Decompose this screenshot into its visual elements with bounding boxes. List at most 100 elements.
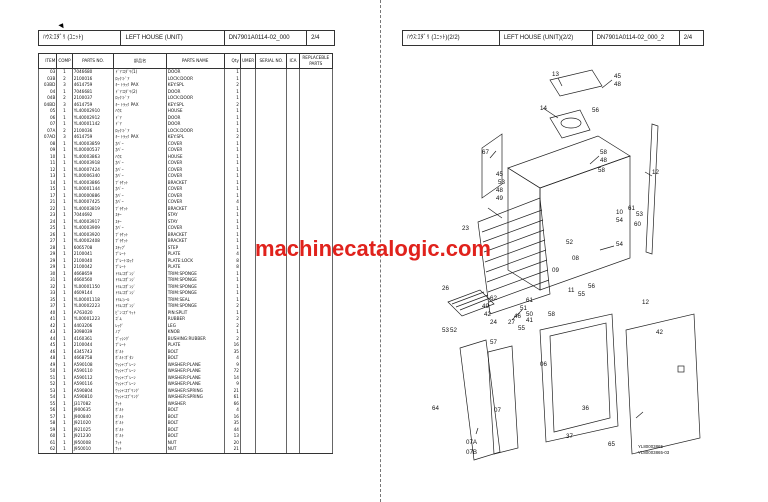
table-cell: 1 bbox=[56, 407, 73, 414]
table-cell: ｶﾊﾞｰ bbox=[113, 225, 167, 232]
table-cell: 1 bbox=[56, 186, 73, 193]
table-cell bbox=[298, 368, 334, 375]
part-callout-label: 49 bbox=[482, 303, 489, 310]
part-callout-label: 65 bbox=[608, 441, 615, 448]
header-doc-no: DN7901A0114-02_000 bbox=[225, 31, 308, 45]
table-cell: 4 bbox=[223, 199, 241, 206]
table-cell: ﾌﾞﾗｹｯﾄ bbox=[113, 238, 167, 245]
header-doc-no: DN7901A0114-02_000_2 bbox=[593, 31, 680, 45]
table-cell bbox=[239, 218, 257, 225]
table-cell: 1 bbox=[56, 160, 73, 167]
table-cell: 1 bbox=[56, 387, 73, 394]
table-cell: 4 bbox=[223, 251, 241, 258]
table-cell bbox=[298, 290, 334, 297]
table-cell bbox=[239, 88, 257, 95]
table-cell bbox=[239, 199, 257, 206]
table-cell bbox=[239, 186, 257, 193]
part-callout-label: 56 bbox=[592, 107, 599, 114]
table-cell: 1 bbox=[223, 75, 241, 82]
table-cell: 1 bbox=[223, 244, 241, 251]
table-cell: ｶﾊﾞｰ bbox=[113, 173, 167, 180]
table-cell: 1 bbox=[56, 212, 73, 219]
table-cell: 1 bbox=[56, 166, 73, 173]
table-cell: ﾎﾞﾙﾄ bbox=[113, 426, 167, 433]
part-callout-label: 42 bbox=[656, 329, 663, 336]
table-cell: 1 bbox=[223, 179, 241, 186]
table-cell: 16 bbox=[223, 342, 241, 349]
table-cell: 2 bbox=[223, 101, 241, 108]
part-callout-label: 64 bbox=[432, 405, 439, 412]
door-panel-shape bbox=[625, 313, 701, 455]
table-cell: 1 bbox=[223, 121, 241, 128]
table-cell: 2 bbox=[223, 303, 241, 310]
part-callout-label: 56 bbox=[588, 283, 595, 290]
table-cell: 1 bbox=[56, 114, 73, 121]
table-cell: 14 bbox=[223, 374, 241, 381]
table-cell: 1 bbox=[56, 153, 73, 160]
header-code: ﾊｳｽ:ｴﾀﾞﾘ (ﾕﾆｯﾄ) bbox=[39, 31, 122, 45]
step-grid bbox=[451, 291, 491, 311]
table-cell: ﾄﾞｱ:ｴﾀﾞﾘ(2) bbox=[113, 88, 167, 95]
column-header: 部品名 bbox=[113, 53, 167, 69]
roof-plate-shape bbox=[549, 69, 603, 97]
side-panel-shape bbox=[481, 133, 503, 199]
table-cell: 16 bbox=[223, 413, 241, 420]
table-cell: 8 bbox=[223, 264, 241, 271]
watermark-text: machinecatalogic.com bbox=[255, 236, 491, 261]
table-cell: 1 bbox=[56, 173, 73, 180]
table-cell bbox=[298, 114, 334, 121]
house-side-shape bbox=[507, 167, 541, 291]
small-door-seal-shape bbox=[487, 345, 519, 455]
column-header: Qty bbox=[223, 53, 241, 69]
table-cell: 1 bbox=[223, 140, 241, 147]
table-cell: 1 bbox=[223, 68, 241, 76]
header-title: LEFT HOUSE (UNIT)(2/2) bbox=[500, 31, 593, 45]
table-cell: J950010 bbox=[71, 446, 115, 454]
table-cell bbox=[239, 394, 257, 401]
table-cell: ﾛｯｸ:ﾄﾞｱ bbox=[113, 127, 167, 134]
table-cell: 1 bbox=[56, 400, 73, 407]
table-cell bbox=[239, 303, 257, 310]
table-cell bbox=[298, 101, 334, 108]
table-cell: 1 bbox=[56, 108, 73, 115]
part-callout-label: 61 bbox=[526, 297, 533, 304]
part-callout-label: 14 bbox=[540, 105, 547, 112]
table-cell: 1 bbox=[223, 231, 241, 238]
table-cell bbox=[239, 446, 257, 454]
table-cell bbox=[239, 238, 257, 245]
table-cell: ﾊｳｽ bbox=[113, 153, 167, 160]
column-header: UMER bbox=[239, 53, 257, 69]
table-cell bbox=[239, 420, 257, 427]
part-callout-label: 45 bbox=[496, 171, 503, 178]
table-cell: 3 bbox=[56, 82, 73, 89]
table-cell: ﾎﾞﾙﾄ:ﾎﾞﾀﾝ bbox=[113, 355, 167, 362]
table-cell bbox=[298, 439, 334, 446]
table-cell: 1 bbox=[56, 296, 73, 303]
table-cell bbox=[298, 303, 334, 310]
louver-cover-shape bbox=[477, 197, 551, 315]
table-cell: 1 bbox=[223, 173, 241, 180]
part-callout-label: 48 bbox=[600, 157, 607, 164]
table-cell bbox=[298, 173, 334, 180]
table-cell bbox=[298, 82, 334, 89]
table-cell: 1 bbox=[223, 114, 241, 121]
table-cell: ﾌﾟﾚｰﾄ bbox=[113, 251, 167, 258]
table-cell bbox=[298, 394, 334, 401]
table-cell: 1 bbox=[56, 374, 73, 381]
table-cell bbox=[298, 407, 334, 414]
table-cell: 66 bbox=[223, 400, 241, 407]
